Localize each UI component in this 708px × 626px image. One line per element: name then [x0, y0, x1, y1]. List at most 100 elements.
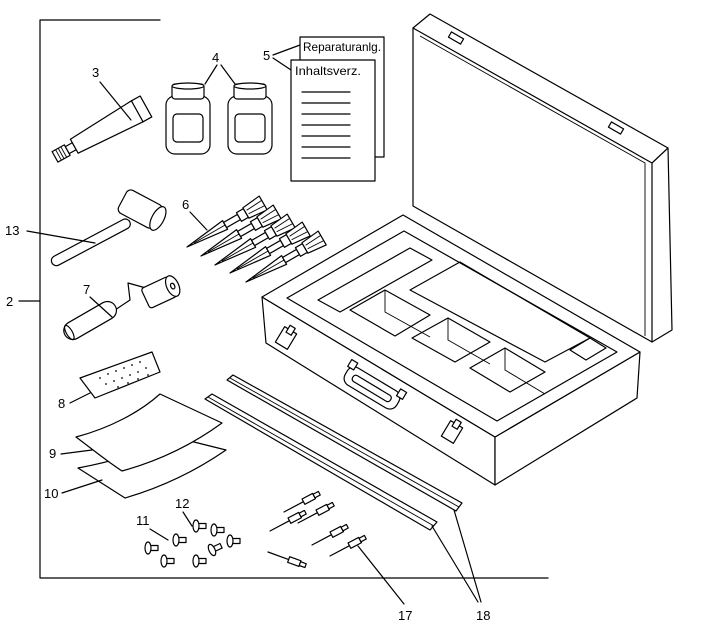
handle-mount-left — [347, 358, 359, 371]
leader-5b — [272, 57, 292, 71]
wheel-axle — [169, 282, 176, 290]
case-base — [261, 214, 641, 486]
pin-rod — [297, 512, 319, 524]
callout-3: 3 — [92, 65, 99, 80]
leader-12 — [182, 511, 193, 527]
compartment-box-1-depth — [384, 290, 431, 338]
callout-12: 12 — [175, 496, 189, 511]
grit-dot — [137, 371, 139, 373]
grit-dot — [123, 367, 125, 369]
pin-rod — [311, 534, 333, 546]
fastener — [207, 542, 223, 557]
cap-ridge — [60, 146, 68, 158]
fastener-head — [192, 554, 200, 568]
callout-9: 9 — [49, 446, 56, 461]
grit-dot — [113, 380, 115, 382]
adhesive-tube — [51, 95, 153, 163]
grit-dot — [147, 374, 149, 376]
callout-11: 11 — [136, 513, 150, 528]
valve-pin — [267, 551, 307, 569]
fastener-head — [160, 554, 168, 568]
blade-center-line — [252, 259, 285, 279]
strip-edge-line — [229, 377, 460, 508]
pin-cap — [298, 561, 307, 569]
pin-cap — [358, 534, 367, 543]
callout-7: 7 — [83, 282, 90, 297]
grit-dot — [145, 367, 147, 369]
valve-pin — [269, 509, 307, 532]
case-latch-right[interactable] — [440, 417, 464, 444]
bristle-line — [305, 235, 321, 246]
callout-6: 6 — [182, 197, 189, 212]
leader-18b — [431, 525, 479, 603]
fastener-head — [210, 523, 218, 537]
fastener — [160, 554, 175, 568]
roller-frame-wire — [111, 282, 147, 313]
callout-18: 18 — [476, 608, 490, 623]
fastener-head — [207, 543, 217, 557]
fastener — [192, 554, 207, 568]
case-latch-left[interactable] — [274, 323, 298, 350]
callout-5: 5 — [263, 48, 270, 63]
compartment-ridge — [317, 247, 433, 313]
grit-dot — [131, 364, 133, 366]
latch-clip — [451, 418, 462, 430]
fastener — [192, 519, 207, 533]
handle-mount-right — [395, 388, 408, 400]
fastener-head — [144, 541, 152, 555]
case-lid — [412, 13, 673, 343]
jar-label — [172, 113, 204, 143]
callout-8: 8 — [58, 396, 65, 411]
jar-lid-top — [233, 82, 267, 90]
leader-17 — [357, 545, 405, 605]
tube-body — [69, 95, 153, 154]
hinge-plate — [607, 121, 625, 135]
leader-5a — [272, 44, 301, 56]
hammer-head — [117, 189, 167, 231]
grip-end — [63, 324, 75, 341]
handle-grip[interactable] — [341, 364, 403, 412]
leader-lines — [18, 44, 482, 605]
fastener — [210, 523, 225, 537]
pin-rod — [269, 520, 291, 532]
fastener-head — [192, 519, 200, 533]
sandpaper — [79, 351, 161, 399]
callout-numbers: 2 3 4 5 6 7 8 9 10 11 12 13 17 18 — [5, 48, 490, 623]
grit-dot — [99, 377, 101, 379]
roller-wheel — [141, 275, 181, 309]
grit-dot — [105, 383, 107, 385]
lid-hinge-left — [447, 31, 465, 45]
valve-pin-set — [267, 490, 367, 569]
frame-bracket — [39, 19, 549, 579]
grit-dot — [129, 374, 131, 376]
grit-dot — [121, 377, 123, 379]
leader-10 — [61, 479, 103, 494]
compartment-box-2-depth — [447, 318, 491, 365]
pin-cap — [312, 490, 321, 499]
grit-dot — [117, 386, 119, 388]
sheet-outline — [290, 59, 376, 182]
spatula-brush — [200, 204, 282, 257]
compartment-step — [569, 337, 607, 361]
blade-center-line — [221, 242, 254, 262]
case-handle[interactable] — [339, 358, 408, 414]
fastener-head — [226, 534, 234, 548]
valve-pin — [311, 523, 349, 546]
bristle-line — [291, 231, 308, 241]
sandpaper-sheet — [79, 351, 161, 399]
sealant-jar-1 — [165, 82, 211, 155]
pin-rod — [283, 501, 305, 513]
pin-cap — [298, 509, 307, 518]
callout-17: 17 — [398, 608, 412, 623]
grip-body — [63, 300, 118, 341]
blade-center-line — [207, 233, 240, 253]
cap-ridge — [55, 149, 62, 161]
compartment-box-1 — [349, 289, 431, 337]
bristle-line — [274, 218, 290, 229]
grit-dot — [127, 382, 129, 384]
blade-center-line — [236, 250, 269, 270]
leader-18a — [453, 509, 482, 603]
jar-lid-top — [171, 82, 205, 90]
repair-instructions-title: Reparaturanlg. — [303, 40, 381, 54]
grit-dot — [107, 373, 109, 375]
